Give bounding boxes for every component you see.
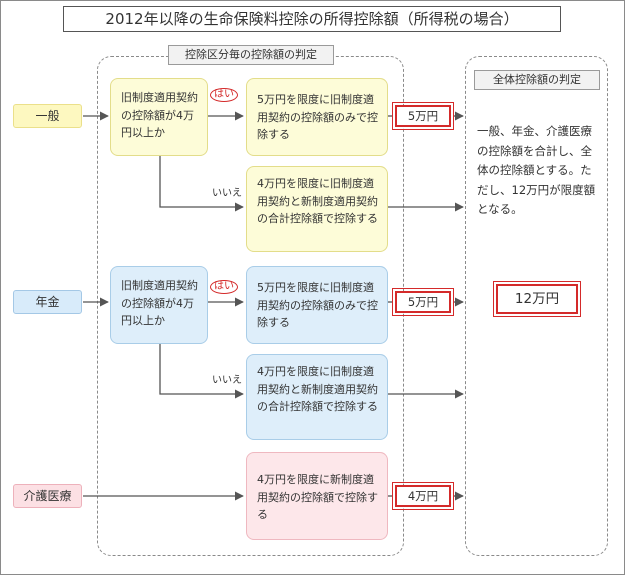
- pension-no-box: 4万円を限度に旧制度適用契約と新制度適用契約の合計控除額で控除する: [246, 354, 388, 440]
- question-pension: 旧制度適用契約の控除額が4万円以上か: [110, 266, 208, 344]
- amount-pension: 5万円: [392, 288, 454, 316]
- category-medical: 介護医療: [13, 484, 82, 508]
- right-region-label: 全体控除額の判定: [474, 70, 600, 90]
- no-label-general: いいえ: [212, 188, 242, 199]
- left-region-label: 控除区分毎の控除額の判定: [168, 45, 334, 65]
- arrow-general-no: [159, 156, 244, 212]
- question-general: 旧制度適用契約の控除額が4万円以上か: [110, 78, 208, 156]
- amount-total: 12万円: [493, 281, 581, 317]
- general-yes-box: 5万円を限度に旧制度適用契約の控除額のみで控除する: [246, 78, 388, 156]
- amount-medical: 4万円: [392, 482, 454, 510]
- category-pension: 年金: [13, 290, 82, 314]
- general-no-box: 4万円を限度に旧制度適用契約と新制度適用契約の合計控除額で控除する: [246, 166, 388, 252]
- yes-label-pension: はい: [210, 280, 238, 294]
- diagram-title: 2012年以降の生命保険料控除の所得控除額（所得税の場合）: [63, 6, 561, 32]
- medical-box: 4万円を限度に新制度適用契約の控除額で控除する: [246, 452, 388, 540]
- amount-general: 5万円: [392, 102, 454, 130]
- arrow-pension-no: [159, 344, 244, 399]
- yes-label-general: はい: [210, 88, 238, 102]
- right-judgement-region: [465, 56, 608, 556]
- total-explanation: 一般、年金、介護医療の控除額を合計し、全体の控除額とする。ただし、12万円が限度…: [477, 124, 596, 216]
- pension-yes-box: 5万円を限度に旧制度適用契約の控除額のみで控除する: [246, 266, 388, 344]
- category-general: 一般: [13, 104, 82, 128]
- no-label-pension: いいえ: [212, 375, 242, 386]
